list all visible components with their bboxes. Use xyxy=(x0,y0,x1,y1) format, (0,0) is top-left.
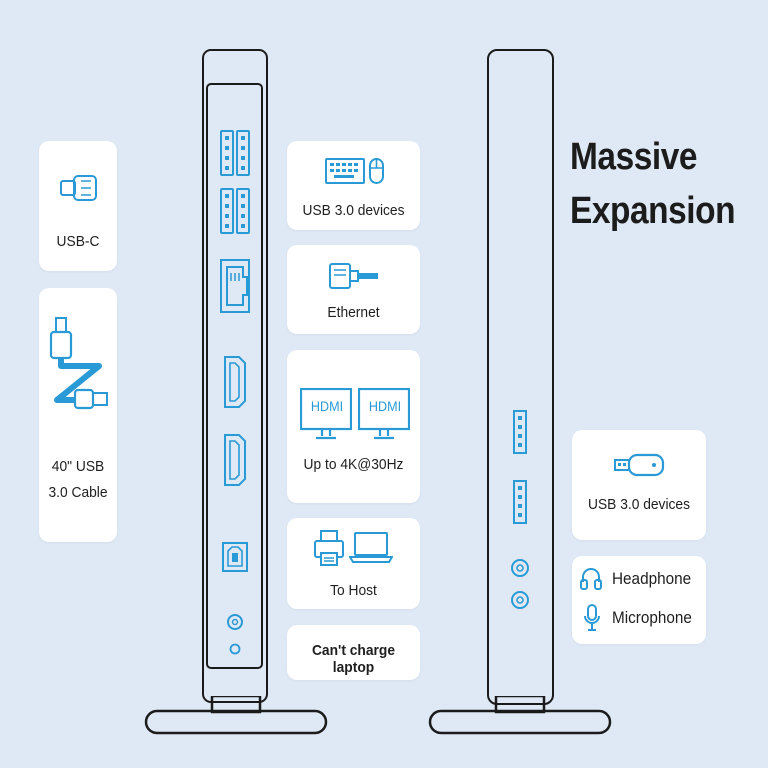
power-led xyxy=(229,643,241,655)
to-host-label: To Host xyxy=(330,582,377,599)
headphone-icon xyxy=(580,566,602,590)
card-side-usb-devices: USB 3.0 devices xyxy=(572,430,706,540)
usb-cable-label-line-1: 40" USB xyxy=(51,458,105,475)
headline-line-2: Expansion xyxy=(570,190,736,232)
keyboard-mouse-icon xyxy=(325,156,385,186)
card-usb-cable: 40" USB 3.0 Cable xyxy=(39,288,117,542)
cant-charge-label: Can't charge laptop xyxy=(311,642,396,676)
printer-icon xyxy=(313,529,345,569)
usb-port-pair-1 xyxy=(220,130,250,176)
side-usb-devices-label: USB 3.0 devices xyxy=(587,496,691,513)
side-audio-jack-1 xyxy=(510,558,530,578)
hdmi-port-1 xyxy=(223,355,247,409)
usb-c-connector-icon xyxy=(59,172,99,204)
card-to-host: To Host xyxy=(287,518,420,609)
microphone-label: Microphone xyxy=(612,608,692,627)
card-ethernet: Ethernet xyxy=(287,245,420,334)
headline-line-1: Massive xyxy=(570,136,698,178)
hdmi-resolution-label: Up to 4K@30Hz xyxy=(303,456,404,473)
card-audio: Headphone Microphone xyxy=(572,556,706,644)
headphone-label: Headphone xyxy=(612,569,692,588)
audio-jack-front xyxy=(226,613,244,631)
usb-devices-label: USB 3.0 devices xyxy=(302,202,405,219)
usb-port-pair-2 xyxy=(220,188,250,234)
usb-cable-label-line-2: 3.0 Cable xyxy=(48,484,108,501)
usb-cable-icon xyxy=(45,314,111,424)
usb-flash-drive-icon xyxy=(614,452,666,478)
usb-b-port xyxy=(222,542,248,572)
dock-front-panel xyxy=(206,83,263,669)
monitor-1-text: HDMI xyxy=(310,398,344,414)
laptop-icon xyxy=(349,531,393,565)
card-hdmi: HDMI HDMI Up to 4K@30Hz xyxy=(287,350,420,503)
monitor-2-text: HDMI xyxy=(368,398,402,414)
dock-front-tower xyxy=(202,49,268,703)
ethernet-label: Ethernet xyxy=(327,304,380,321)
hdmi-port-2 xyxy=(223,433,247,487)
side-usb-port-1 xyxy=(512,410,528,454)
ethernet-port xyxy=(220,259,250,313)
card-usb-c: USB-C xyxy=(39,141,117,271)
monitor-icon-2 xyxy=(358,388,410,442)
dock-side-stand xyxy=(428,696,612,736)
dock-side-tower xyxy=(487,49,554,705)
usb-c-label: USB-C xyxy=(56,233,100,250)
side-audio-jack-2 xyxy=(510,590,530,610)
side-usb-port-2 xyxy=(512,480,528,524)
dock-front-stand xyxy=(144,696,328,736)
monitor-icon-1 xyxy=(300,388,352,442)
card-usb-devices: USB 3.0 devices xyxy=(287,141,420,230)
card-cant-charge: Can't charge laptop xyxy=(287,625,420,680)
ethernet-cable-icon xyxy=(329,260,379,292)
microphone-icon xyxy=(583,604,601,632)
